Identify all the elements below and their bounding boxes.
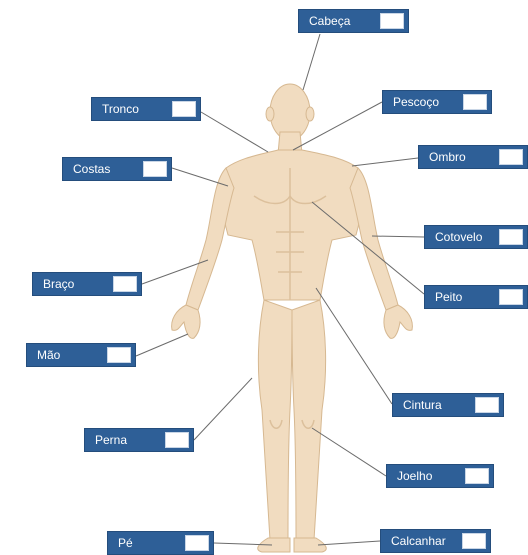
answer-box-joelho[interactable]: [465, 468, 489, 484]
body-silhouette: [172, 84, 413, 552]
answer-box-braco[interactable]: [113, 276, 137, 292]
label-peito: Peito: [424, 285, 528, 309]
answer-box-ombro[interactable]: [499, 149, 523, 165]
label-ombro-text: Ombro: [419, 145, 499, 169]
answer-box-peito[interactable]: [499, 289, 523, 305]
label-cintura-text: Cintura: [393, 393, 475, 417]
label-cotovelo: Cotovelo: [424, 225, 528, 249]
label-tronco-text: Tronco: [92, 97, 172, 121]
answer-box-costas[interactable]: [143, 161, 167, 177]
label-peito-text: Peito: [425, 285, 499, 309]
answer-box-tronco[interactable]: [172, 101, 196, 117]
label-cabeca: Cabeça: [298, 9, 409, 33]
label-ombro: Ombro: [418, 145, 528, 169]
label-cintura: Cintura: [392, 393, 504, 417]
label-mao-text: Mão: [27, 343, 107, 367]
answer-box-pe[interactable]: [185, 535, 209, 551]
label-mao: Mão: [26, 343, 136, 367]
label-tronco: Tronco: [91, 97, 201, 121]
label-braco-text: Braço: [33, 272, 113, 296]
label-cabeca-text: Cabeça: [299, 9, 380, 33]
label-calcanhar-text: Calcanhar: [381, 529, 462, 553]
label-calcanhar: Calcanhar: [380, 529, 491, 553]
answer-box-mao[interactable]: [107, 347, 131, 363]
label-joelho: Joelho: [386, 464, 494, 488]
label-braco: Braço: [32, 272, 142, 296]
answer-box-cabeca[interactable]: [380, 13, 404, 29]
label-pe-text: Pé: [108, 531, 185, 555]
answer-box-pescoco[interactable]: [463, 94, 487, 110]
answer-box-cotovelo[interactable]: [499, 229, 523, 245]
label-costas-text: Costas: [63, 157, 143, 181]
answer-box-cintura[interactable]: [475, 397, 499, 413]
label-perna: Perna: [84, 428, 194, 452]
answer-box-perna[interactable]: [165, 432, 189, 448]
label-joelho-text: Joelho: [387, 464, 465, 488]
label-cotovelo-text: Cotovelo: [425, 225, 499, 249]
label-pescoco: Pescoço: [382, 90, 492, 114]
label-perna-text: Perna: [85, 428, 165, 452]
label-costas: Costas: [62, 157, 172, 181]
label-pescoco-text: Pescoço: [383, 90, 463, 114]
label-pe: Pé: [107, 531, 214, 555]
answer-box-calcanhar[interactable]: [462, 533, 486, 549]
